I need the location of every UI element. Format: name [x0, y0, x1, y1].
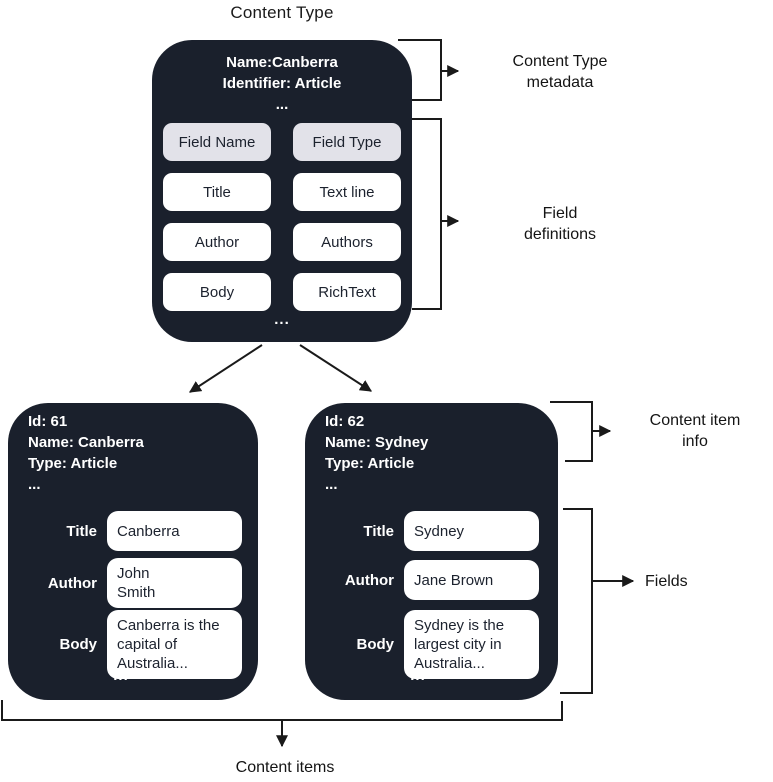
field-row-author: Author John Smith: [8, 558, 258, 608]
field-type-cell: Text line: [293, 173, 401, 211]
field-row-title: Title Sydney: [305, 511, 558, 551]
field-row-body: Body Canberra is the capital of Australi…: [8, 610, 258, 679]
item-type: Type: Article: [325, 455, 415, 472]
field-value-box: Sydney is the largest city in Australia.…: [404, 610, 539, 679]
field-type-cell: Authors: [293, 223, 401, 261]
label-fields: Fields: [645, 573, 688, 590]
more-field-rows-ellipsis: ...: [274, 311, 290, 328]
field-name-cell: Title: [163, 173, 271, 211]
field-name-cell: Author: [163, 223, 271, 261]
content-type-identifier: Identifier: Article: [222, 75, 342, 92]
content-type-name: Name:Canberra: [226, 54, 338, 71]
field-definitions-table: Field Name Field Type Title Text line Au…: [163, 123, 401, 311]
bracket-field-definitions: [412, 118, 442, 310]
item-type: Type: Article: [28, 455, 118, 472]
bracket-content-items: [1, 700, 563, 721]
label-content-item-info: Content item info: [649, 412, 741, 450]
field-type-cell: RichText: [293, 273, 401, 311]
content-type-more-ellipsis: ...: [275, 96, 289, 113]
more-fields-ellipsis: ...: [410, 667, 426, 684]
item-info-ellipsis: ...: [28, 476, 41, 493]
content-item-info-block: Id: 61 Name: Canberra Type: Article ...: [28, 411, 144, 495]
item-name: Name: Canberra: [28, 434, 144, 451]
field-row-author: Author Jane Brown: [305, 560, 558, 600]
field-value-box: John Smith: [107, 558, 242, 608]
field-value-box: Sydney: [404, 511, 539, 551]
field-value-box: Jane Brown: [404, 560, 539, 600]
field-label: Author: [47, 574, 97, 592]
diagram-title: Content Type: [230, 3, 334, 22]
item-id: Id: 62: [325, 413, 365, 430]
field-row-title: Title Canberra: [8, 511, 258, 551]
field-label: Title: [363, 522, 394, 540]
bracket-fields: [560, 508, 593, 694]
item-info-ellipsis: ...: [325, 476, 338, 493]
field-value-box: Canberra is the capital of Australia...: [107, 610, 242, 679]
item-name: Name: Sydney: [325, 434, 429, 451]
field-name-cell: Body: [163, 273, 271, 311]
label-content-type-metadata: Content Type metadata: [512, 53, 608, 91]
arrow-to-item-right: [299, 344, 373, 392]
label-content-items: Content items: [235, 759, 335, 776]
label-field-definitions: Field definitions: [523, 205, 597, 243]
field-type-header: Field Type: [293, 123, 401, 161]
field-label: Body: [59, 636, 98, 653]
item-id: Id: 61: [28, 413, 68, 430]
arrow-to-item-left: [188, 344, 263, 393]
more-fields-ellipsis: ...: [113, 667, 129, 684]
field-row-body: Body Sydney is the largest city in Austr…: [305, 610, 558, 679]
content-item-info-block: Id: 62 Name: Sydney Type: Article ...: [325, 411, 428, 495]
content-item-box-canberra: Id: 61 Name: Canberra Type: Article ... …: [8, 403, 258, 700]
field-name-header: Field Name: [163, 123, 271, 161]
field-label: Title: [66, 522, 97, 540]
field-label: Author: [344, 571, 394, 589]
field-label: Body: [356, 636, 395, 653]
content-type-box: Name:Canberra Identifier: Article ... Fi…: [152, 40, 412, 342]
content-type-metadata-block: Name:Canberra Identifier: Article ...: [152, 52, 412, 115]
field-value-box: Canberra: [107, 511, 242, 551]
content-item-box-sydney: Id: 62 Name: Sydney Type: Article ... Ti…: [305, 403, 558, 700]
